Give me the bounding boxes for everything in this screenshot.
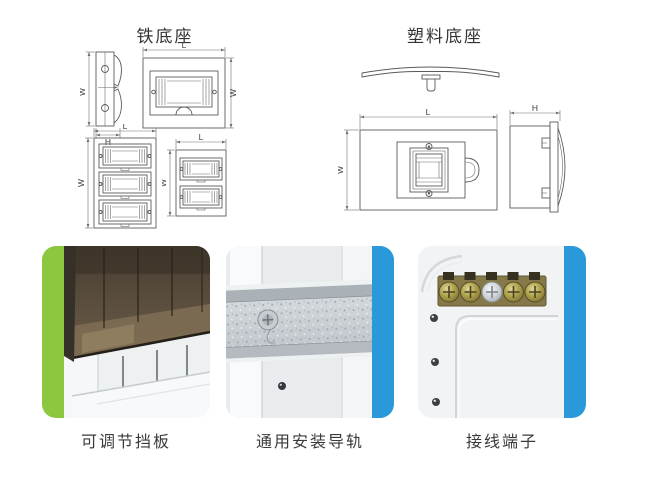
dim-label-L: L [182,42,187,50]
plastic-base-side-view-drawing: H [509,104,566,213]
dim-label-W: W [228,89,238,97]
feature-caption: 可调节挡板 [80,434,171,451]
feature-caption: 通用安装导轨 [255,434,364,451]
iron-base-side-view-drawing: W H [80,51,122,146]
dim-label-L: L [123,124,128,131]
dim-label-L: L [426,108,431,117]
iron-base-front-view-drawing: L W [142,42,238,129]
blue-accent-stripe [372,246,394,418]
dim-label-W: W [162,179,168,187]
iron-base-2row-front-drawing: L W [162,134,227,217]
plastic-base-profile-drawing [361,66,500,92]
feature-caption: 接线端子 [465,434,538,451]
dim-label-W: W [338,166,345,174]
dim-label-H: H [532,104,538,113]
green-accent-stripe [42,246,64,418]
iron-base-3row-front-drawing: L [78,124,157,229]
plastic-base-section-title: 塑料底座 [407,27,483,46]
dim-label-W: W [80,88,87,96]
plastic-base-front-view-drawing: L W [338,108,498,211]
blue-accent-stripe [564,246,586,418]
feature-photo-din-rail [226,246,394,418]
dim-label-H: H [105,137,111,146]
dim-label-W: W [78,179,86,187]
dim-label-L: L [199,134,204,142]
feature-photo-adjustable-baffle [42,246,210,418]
feature-photo-terminal-block [418,246,586,418]
iron-base-section-title: 铁底座 [136,27,194,46]
